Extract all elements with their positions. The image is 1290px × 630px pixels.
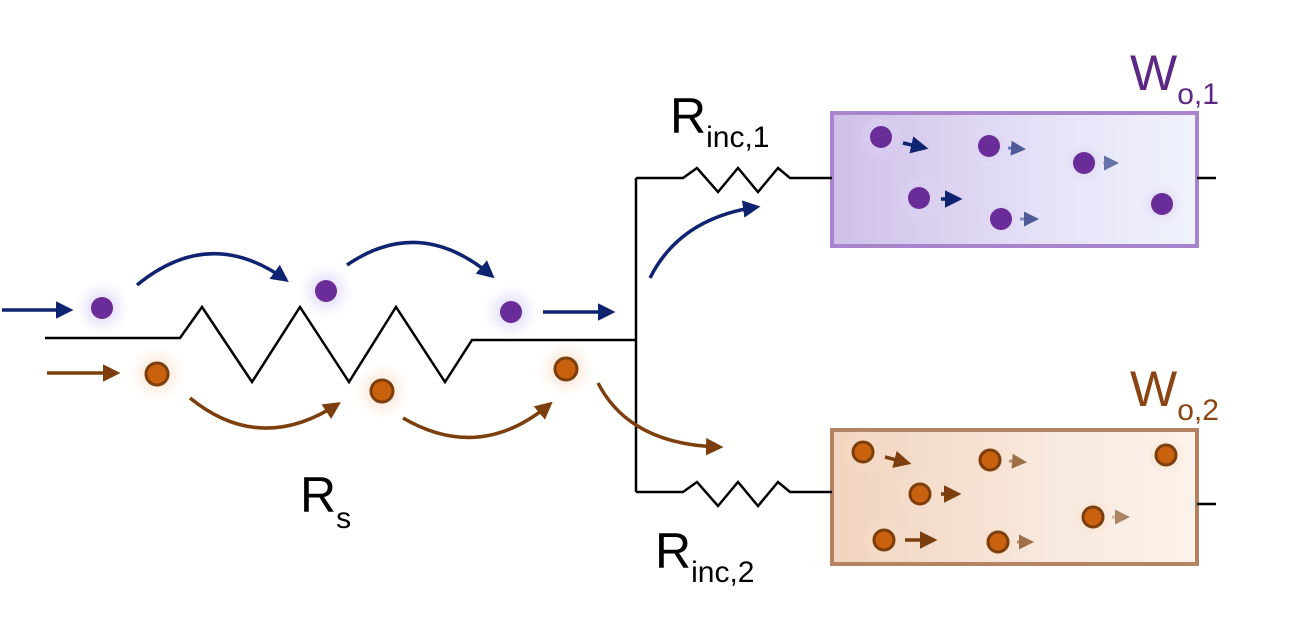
- orange-particles-series: [129, 341, 594, 419]
- branch-arrow-blue: [648, 200, 761, 279]
- branch-resistor-1: [636, 166, 832, 194]
- hop-arrow-brown-2: [402, 401, 553, 440]
- branch-arrow-brown: [596, 382, 724, 456]
- purple-particle: [870, 126, 892, 148]
- box2-particles: [841, 430, 1188, 564]
- orange-particle: [986, 530, 1010, 554]
- orange-particle: [1081, 505, 1105, 529]
- purple-particle: [990, 208, 1012, 230]
- hop-arrow-brown-1: [188, 396, 341, 430]
- purple-particle: [1151, 193, 1173, 215]
- orange-particle: [872, 528, 896, 552]
- purple-particle: [908, 187, 930, 209]
- label-rs: Rs: [300, 467, 351, 535]
- orange-particle: [369, 378, 395, 404]
- orange-particle: [1154, 443, 1178, 467]
- orange-particle: [851, 440, 875, 464]
- orange-particle: [553, 356, 579, 382]
- purple-particles-series: [74, 263, 539, 340]
- orange-particle: [144, 361, 170, 387]
- purple-particle: [978, 135, 1000, 157]
- orange-particle: [978, 448, 1002, 472]
- label-rinc2: Rinc,2: [655, 523, 754, 589]
- box1-particles: [859, 115, 1184, 241]
- label-wo2: Wo,2: [1130, 361, 1219, 427]
- hop-arrow-blue-2: [346, 240, 495, 279]
- label-rinc1: Rinc,1: [670, 88, 769, 154]
- purple-particle: [1073, 152, 1095, 174]
- series-resistor-wire: [45, 304, 636, 385]
- purple-particle: [91, 297, 113, 319]
- purple-particle: [500, 301, 522, 323]
- purple-particle: [315, 280, 337, 302]
- circuit-wires: [45, 166, 1216, 508]
- branch-resistor-2: [636, 480, 832, 508]
- hop-arrow-blue-1: [135, 252, 289, 287]
- orange-particle: [908, 482, 932, 506]
- label-wo1: Wo,1: [1130, 45, 1219, 111]
